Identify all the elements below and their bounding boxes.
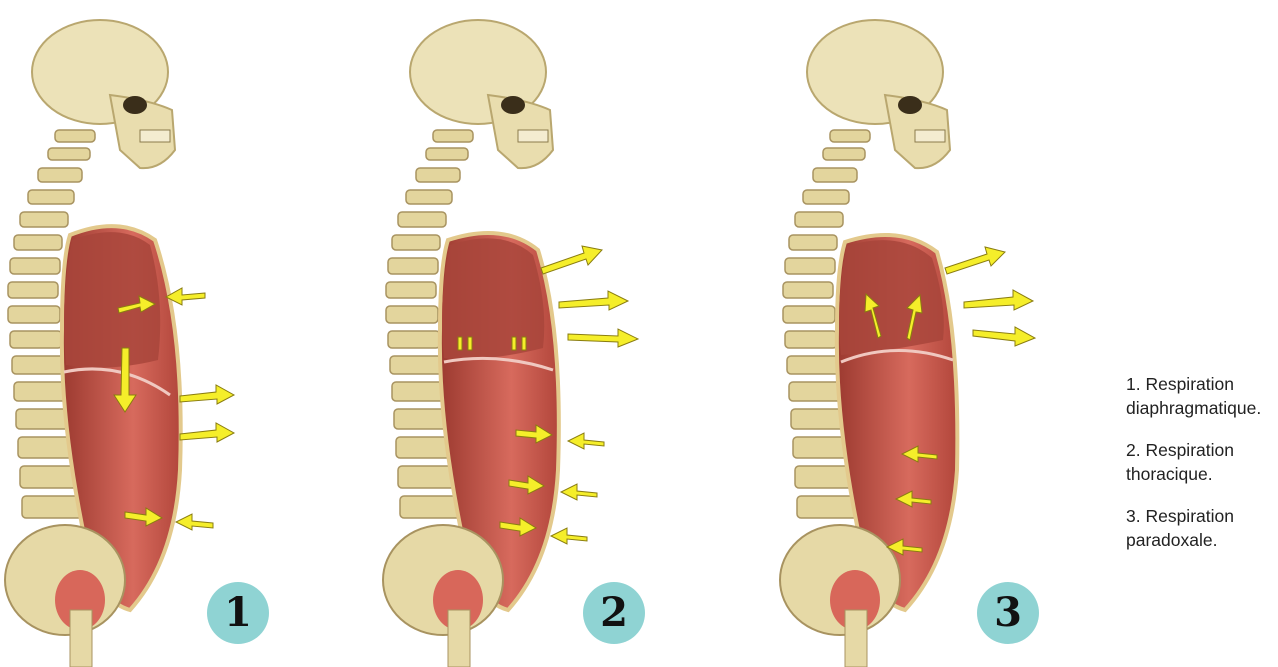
anatomy-illustration — [0, 0, 280, 667]
lung-region — [442, 238, 544, 358]
pelvis-icon — [383, 525, 503, 667]
legend-item: 1. Respiration diaphragmatique. — [1126, 372, 1276, 420]
legend-line: 2. Respiration — [1126, 438, 1276, 462]
legend-line: thoracique. — [1126, 462, 1276, 486]
figure-diaphragmatic: 1 — [0, 0, 280, 667]
pelvis-icon — [780, 525, 900, 667]
figure-paradoxical: 3 — [775, 0, 1055, 667]
figure-number-badge: 2 — [583, 582, 645, 644]
legend-line: diaphragmatique. — [1126, 396, 1276, 420]
figure-number-badge: 3 — [977, 582, 1039, 644]
figure-thoracic: 2 — [378, 0, 658, 667]
pelvis-icon — [5, 525, 125, 667]
lung-region — [839, 240, 944, 355]
figure-number-badge: 1 — [207, 582, 269, 644]
legend-line: 1. Respiration — [1126, 372, 1276, 396]
skull-icon — [410, 20, 553, 168]
legend-item: 3. Respiration paradoxale. — [1126, 504, 1276, 552]
legend-line: paradoxale. — [1126, 528, 1276, 552]
legend: 1. Respiration diaphragmatique. 2. Respi… — [1126, 372, 1276, 570]
anatomy-illustration — [378, 0, 658, 667]
anatomy-illustration — [775, 0, 1055, 667]
skull-icon — [32, 20, 175, 168]
skull-icon — [807, 20, 950, 168]
legend-line: 3. Respiration — [1126, 504, 1276, 528]
legend-item: 2. Respiration thoracique. — [1126, 438, 1276, 486]
